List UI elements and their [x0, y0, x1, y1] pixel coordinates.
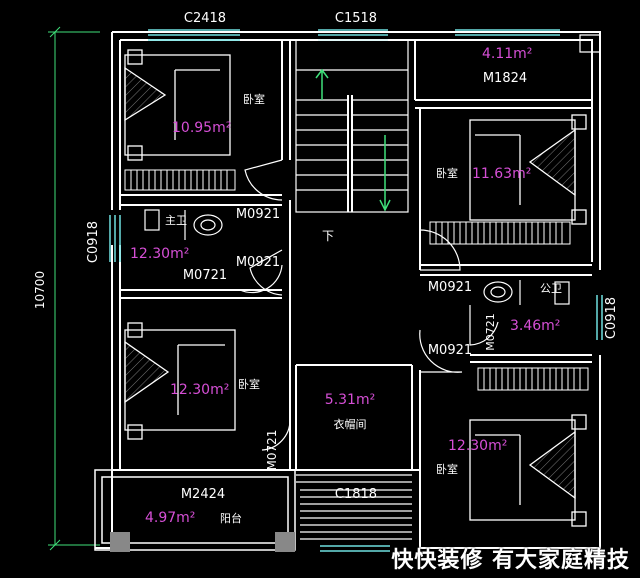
- door-label-m0921: M0921: [236, 207, 280, 222]
- window-label-c1518: C1518: [335, 11, 377, 26]
- window-label-c2418: C2418: [184, 11, 226, 26]
- room-area: 12.30m²: [448, 438, 507, 454]
- room-name-bedroom: 卧室: [238, 377, 260, 391]
- room-name-closet: 衣帽间: [334, 417, 367, 431]
- staircase: [295, 39, 409, 213]
- door-label-m0921: M0921: [236, 255, 280, 270]
- balcony: [94, 469, 296, 551]
- wardrobes: [124, 169, 589, 391]
- room-name-master-bath: 主卫: [165, 214, 187, 227]
- dimension-line: [48, 26, 100, 551]
- room-area: 4.11m²: [482, 46, 532, 62]
- room-name-public-bath: 公卫: [540, 282, 562, 295]
- door-swings: [239, 34, 600, 451]
- room-name-bedroom: 卧室: [436, 166, 458, 180]
- interior-walls: [120, 40, 592, 548]
- watermark: 快快装修 有大家庭精技: [391, 548, 630, 573]
- door-label-m2424: M2424: [181, 487, 225, 502]
- door-label-m0721: M0721: [265, 430, 279, 471]
- terrace-rail: [296, 474, 412, 540]
- window-label-c0918-right: C0918: [604, 297, 619, 339]
- door-label-m0721: M0721: [183, 268, 227, 283]
- door-label-m0921: M0921: [428, 280, 472, 295]
- room-area: 12.30m²: [130, 246, 189, 262]
- room-area: 12.30m²: [170, 382, 229, 398]
- bath-fixtures-left: [144, 209, 223, 240]
- room-area: 11.63m²: [472, 166, 531, 182]
- door-label-m0921: M0921: [428, 343, 472, 358]
- bed-top-right: [469, 114, 587, 225]
- room-name-bedroom: 卧室: [436, 462, 458, 476]
- dimension-label: 10700: [33, 271, 47, 309]
- column: [275, 532, 295, 552]
- bed-bottom-left: [124, 322, 236, 440]
- bed-top-left: [124, 49, 231, 161]
- door-label-m1824: M1824: [483, 71, 527, 86]
- room-area: 5.31m²: [325, 392, 375, 408]
- window-label-c1818: C1818: [335, 487, 377, 502]
- door-label-m0721: M0721: [484, 313, 497, 351]
- room-area: 3.46m²: [510, 318, 560, 334]
- stair-arrow: [315, 68, 391, 212]
- column: [110, 532, 130, 552]
- room-area: 10.95m²: [172, 120, 231, 136]
- bed-bottom-right: [469, 414, 587, 527]
- stair-label: 下: [322, 229, 334, 243]
- window-label-c0918-left: C0918: [86, 221, 101, 263]
- room-area: 4.97m²: [145, 510, 195, 526]
- room-name-balcony: 阳台: [220, 511, 242, 525]
- bath-fixtures-right: [483, 280, 570, 305]
- room-name-bedroom: 卧室: [243, 92, 265, 106]
